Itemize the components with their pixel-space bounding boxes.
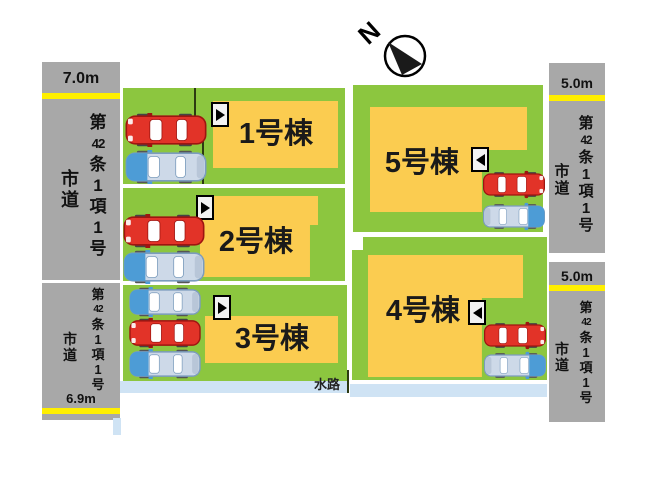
- road-edge-line: [42, 408, 120, 414]
- waterway-label: 水路: [314, 377, 341, 392]
- building-1: [213, 101, 338, 168]
- car-blue: [129, 287, 201, 317]
- road-type-label: 市道: [554, 163, 570, 197]
- waterway-strip-left: [120, 381, 348, 393]
- building-2-label: 2号棟: [218, 226, 294, 258]
- car-blue: [123, 250, 205, 284]
- north-label: N: [352, 15, 386, 50]
- car-red: [483, 170, 545, 199]
- arrow-left-icon: [475, 153, 485, 166]
- car-red: [125, 113, 207, 147]
- entrance-marker-1: [211, 102, 229, 127]
- car-red: [129, 318, 201, 348]
- waterway-stub: [113, 418, 121, 435]
- building-1-label: 1号棟: [238, 118, 314, 150]
- car-red: [123, 214, 205, 248]
- road-right-bottom: 5.0m: [549, 262, 605, 422]
- car-blue: [483, 202, 545, 231]
- arrow-right-icon: [200, 201, 210, 214]
- road-type-label: 市道: [61, 169, 79, 210]
- waterway-strip-right: [350, 384, 547, 397]
- north-compass: N: [352, 15, 427, 78]
- road-left-bottom: 6.9m: [42, 283, 120, 420]
- lot-boundary-line: [194, 88, 196, 126]
- road-width-label: 5.0m: [561, 75, 593, 91]
- road-edge-line: [549, 285, 605, 291]
- entrance-marker-2: [196, 195, 214, 220]
- road-edge-line: [42, 93, 120, 99]
- car-blue: [484, 351, 546, 380]
- road-type-label: 市道: [63, 331, 77, 363]
- building-4-label: 4号棟: [385, 295, 461, 327]
- arrow-right-icon: [215, 108, 225, 121]
- car-blue: [125, 150, 207, 184]
- road-width-label: 7.0m: [62, 70, 100, 87]
- building-3: [205, 316, 338, 363]
- building-3-label: 3号棟: [234, 323, 310, 355]
- entrance-marker-4: [468, 300, 486, 325]
- arrow-left-icon: [472, 306, 482, 319]
- building-5-label: 5号棟: [384, 147, 460, 179]
- arrow-right-icon: [217, 301, 227, 314]
- building-2: [200, 196, 318, 277]
- lot-boundary-line: [347, 370, 349, 393]
- entrance-marker-3: [213, 295, 231, 320]
- lot-boundary-line: [202, 124, 204, 184]
- car-blue: [129, 349, 201, 379]
- lot-4-corner-notch: [352, 237, 363, 250]
- road-width-label: 6.9m: [66, 391, 96, 406]
- road-right-top: 5.0m: [549, 63, 605, 253]
- road-width-label: 5.0m: [561, 268, 593, 284]
- road-left-top: 7.0m: [42, 62, 120, 280]
- compass-needle: [388, 42, 422, 75]
- road-edge-line: [549, 95, 605, 101]
- road-type-label: 市道: [555, 341, 569, 373]
- car-red: [484, 321, 546, 350]
- entrance-marker-5: [471, 147, 489, 172]
